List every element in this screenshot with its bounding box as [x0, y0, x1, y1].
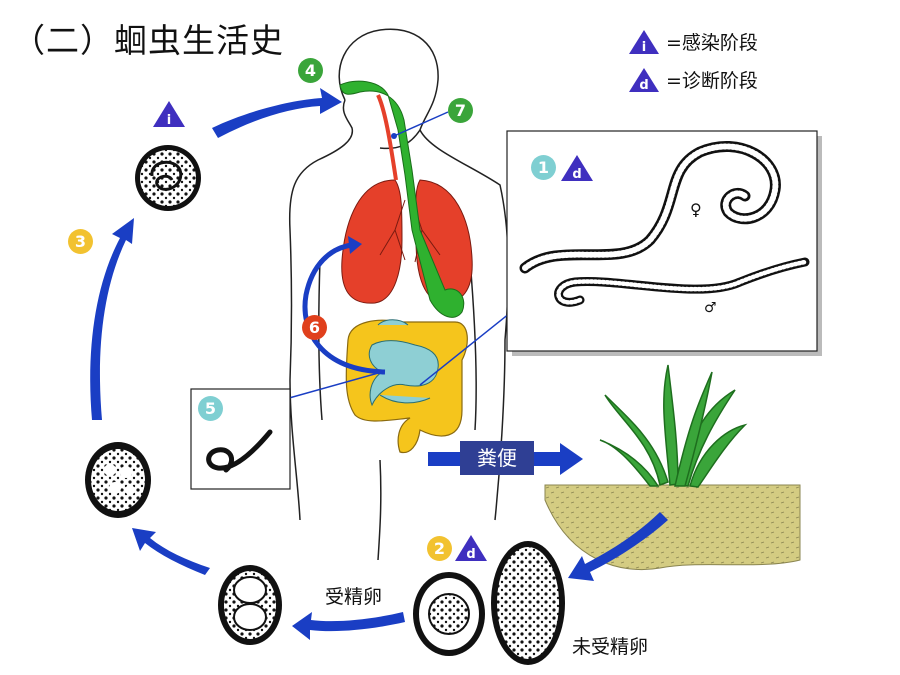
svg-text:d: d [639, 78, 648, 93]
svg-text:i: i [642, 40, 646, 55]
lungs [341, 179, 473, 304]
stage-1-marker: 1 [531, 155, 556, 180]
legend-diagnostic-text: =诊断阶段 [666, 70, 758, 92]
legend-infective-text: =感染阶段 [666, 32, 758, 54]
egg-unfertilized [491, 541, 565, 665]
male-symbol: ♂ [704, 300, 717, 316]
stage-7-marker: 7 [448, 98, 473, 123]
adult-worms-panel: ♀ ♂ [506, 130, 822, 356]
digestive-tract-upper [339, 80, 465, 318]
stage-3-marker: 3 [68, 229, 93, 254]
svg-text:d: d [466, 547, 475, 562]
migration-path-arrow [302, 242, 386, 375]
diagnostic-marker-icon-stage-2: d [455, 535, 487, 562]
feces-label: 粪便 [460, 441, 534, 475]
cycle-arrows [90, 88, 668, 640]
egg-embryonated [85, 442, 151, 518]
egg-infective [135, 145, 201, 211]
legend-diagnostic: d =诊断阶段 [628, 66, 758, 93]
stage-4-marker: 4 [298, 58, 323, 83]
stage-5-marker: 5 [198, 396, 223, 421]
soil-with-grass [544, 364, 801, 571]
stage-2-marker: 2 [427, 536, 452, 561]
svg-text:d: d [572, 167, 581, 182]
infective-stage-icon: i [629, 29, 659, 55]
stage-6-marker: 6 [302, 315, 327, 340]
diagnostic-stage-icon: d [629, 67, 659, 93]
svg-text:i: i [167, 113, 171, 128]
egg-fertilized [413, 572, 485, 656]
page-title: （二）蛔虫生活史 [12, 21, 284, 60]
infective-marker-icon: i [153, 101, 185, 128]
intestines [345, 319, 468, 454]
unfertilized-egg-label: 未受精卵 [572, 636, 649, 658]
egg-two-cell [218, 565, 282, 645]
human-body-outline [288, 28, 510, 561]
diagnostic-marker-icon-stage-1: d [561, 155, 593, 182]
fertilized-egg-label: 受精卵 [325, 586, 383, 608]
female-symbol: ♀ [690, 200, 702, 219]
migration-arrowhead [348, 236, 362, 254]
legend-infective: i =感染阶段 [628, 28, 758, 55]
